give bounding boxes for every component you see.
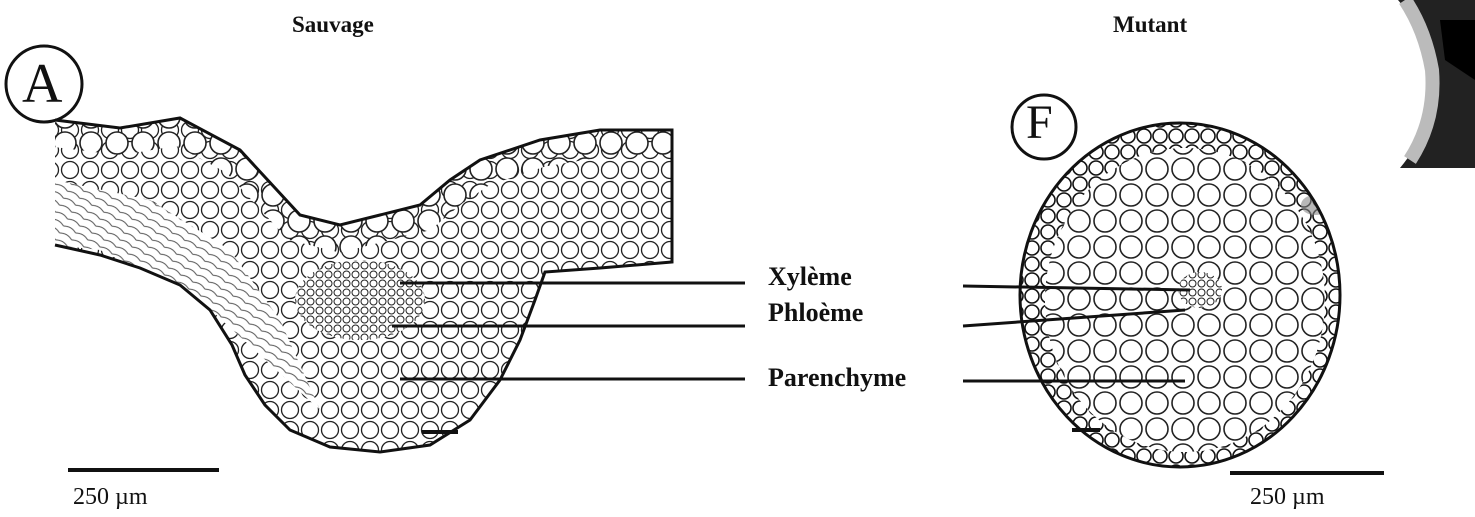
mutant-section (1015, 120, 1345, 470)
parenchyma-label: Parenchyme (768, 363, 906, 393)
inset-photo (1398, 0, 1475, 168)
scale-label-left: 250 µm (73, 484, 148, 511)
scale-label-right: 250 µm (1250, 484, 1325, 511)
panel-f-letter: F (1026, 99, 1053, 147)
panel-a-letter: A (22, 56, 62, 112)
wild-type-section (55, 118, 675, 458)
xylem-label: Xylème (768, 262, 852, 292)
phloem-label: Phloème (768, 298, 863, 328)
